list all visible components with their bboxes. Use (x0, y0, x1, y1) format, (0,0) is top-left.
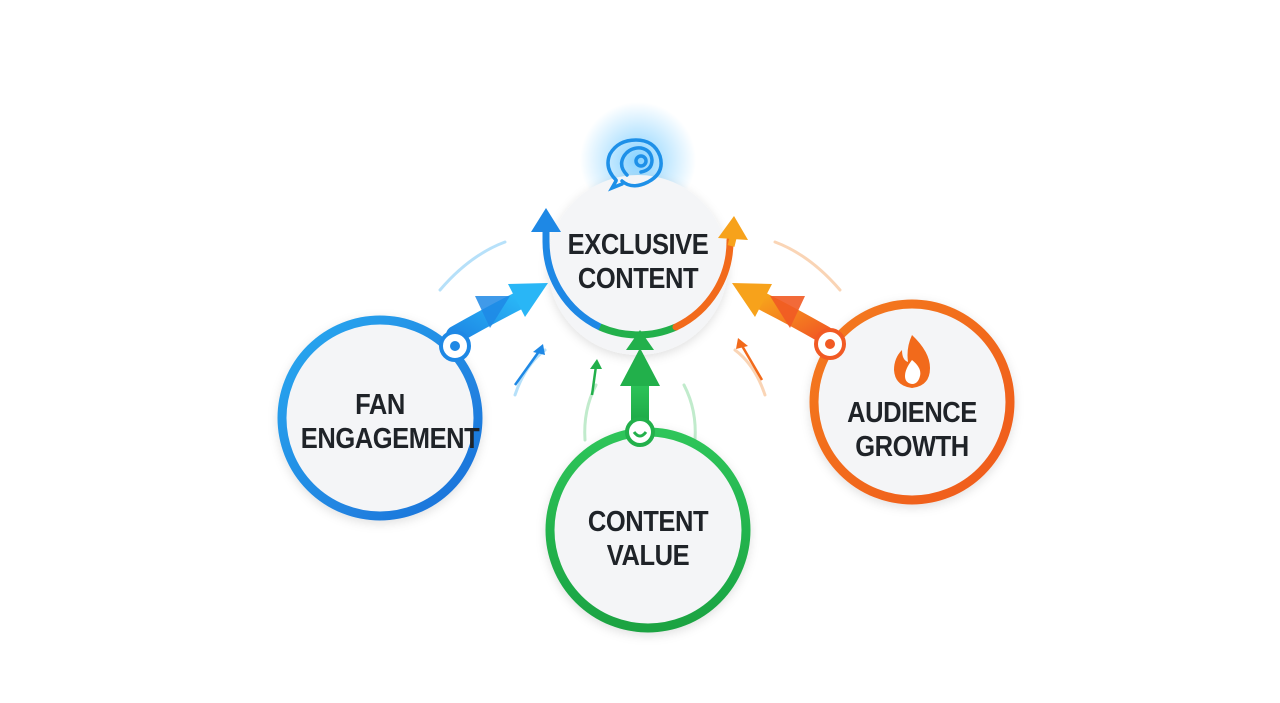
fan-engagement-label: FAN ENGAGEMENT (300, 388, 480, 456)
content-value-label-line-2: VALUE (606, 540, 690, 572)
center-label-line-1: EXCLUSIVE (567, 229, 709, 261)
content-value-label: CONTENT VALUE (569, 505, 727, 573)
spiral-chat-icon (606, 138, 663, 192)
engagement-to-center-arrow (446, 283, 548, 344)
content-value-node (545, 417, 751, 633)
fan-engagement-label-line-2: ENGAGEMENT (300, 423, 480, 455)
audience-growth-label-line-1: AUDIENCE (847, 397, 977, 429)
flame-icon (894, 335, 930, 388)
audience-growth-label: AUDIENCE GROWTH (833, 396, 991, 464)
connector-dot (625, 417, 655, 447)
thin-arrows (513, 338, 764, 396)
growth-to-center-arrow (732, 283, 834, 344)
audience-growth-label-line-2: GROWTH (855, 431, 969, 463)
center-label: EXCLUSIVE CONTENT (550, 228, 726, 296)
fan-engagement-node (277, 315, 483, 521)
audience-growth-node (809, 299, 1015, 505)
content-value-label-line-1: CONTENT (587, 506, 709, 538)
center-label-line-2: CONTENT (577, 263, 699, 295)
fan-engagement-label-line-1: FAN (355, 389, 405, 421)
